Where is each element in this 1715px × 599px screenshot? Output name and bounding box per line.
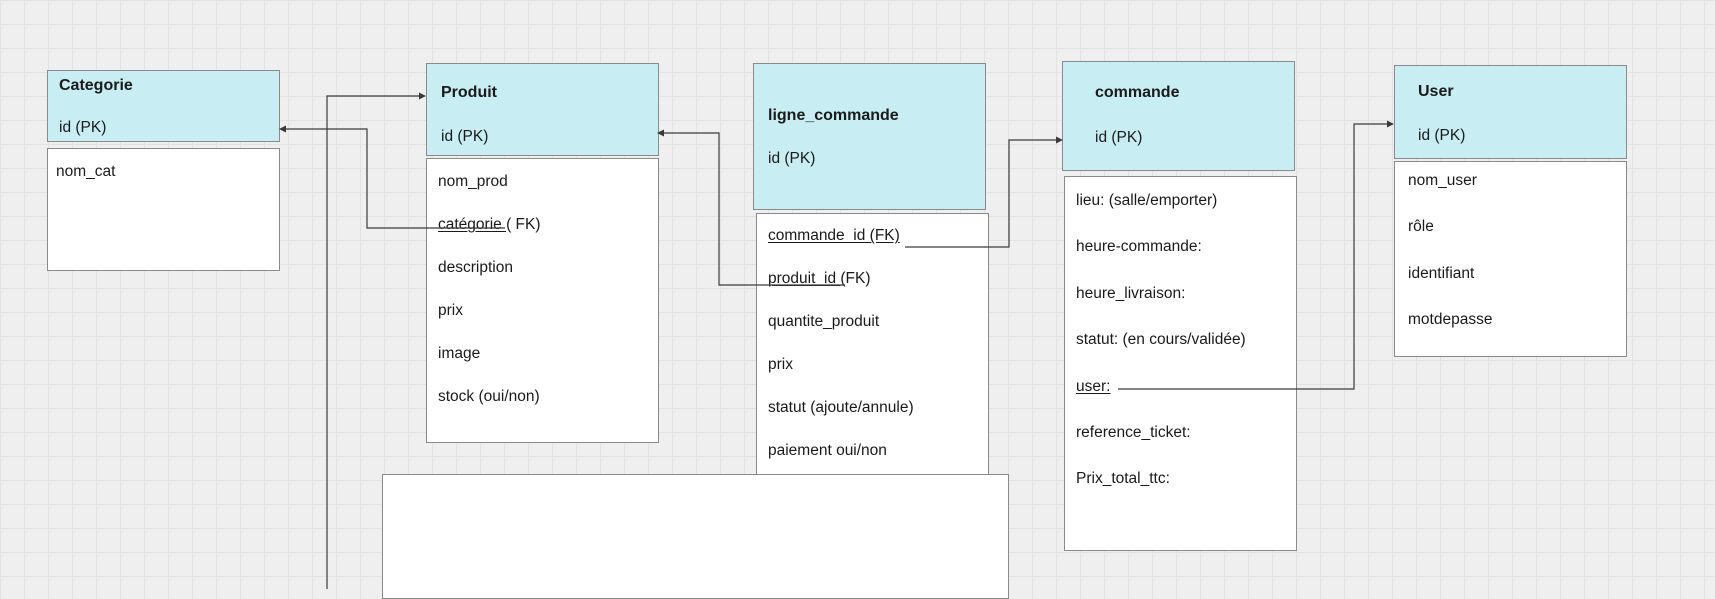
- produit-field-stock: stock (oui/non): [438, 388, 540, 405]
- user-body[interactable]: nom_user rôle identifiant motdepasse: [1394, 161, 1627, 357]
- produit-fk-underlined: catégorie: [438, 216, 507, 233]
- user-title: User: [1418, 83, 1454, 100]
- produit-header[interactable]: Produit id (PK): [426, 63, 659, 156]
- ligne-commande-body[interactable]: commande_id (FK) produit_id (FK) quantit…: [756, 213, 989, 475]
- user-field-role: rôle: [1408, 218, 1434, 235]
- ligne-commande-pk: id (PK): [768, 150, 816, 167]
- commande-field-heure-livraison: heure_livraison:: [1076, 285, 1186, 302]
- commande-field-prix-total: Prix_total_ttc:: [1076, 470, 1170, 487]
- arrowhead-categorie: [279, 125, 286, 133]
- user-header[interactable]: User id (PK): [1394, 65, 1627, 159]
- arrowhead-user: [1387, 120, 1394, 128]
- categorie-body[interactable]: nom_cat: [47, 148, 280, 271]
- ligne-commande-field-produit-id: produit_id (FK): [768, 269, 871, 289]
- ligne-commande-header[interactable]: ligne_commande id (PK): [753, 63, 986, 210]
- produit-fk-rest: ( FK): [506, 216, 541, 233]
- user-field-motdepasse: motdepasse: [1408, 311, 1493, 328]
- ligne-commande-title: ligne_commande: [768, 107, 899, 124]
- ligne-commande-fk2-rest: (FK): [840, 270, 871, 287]
- ligne-commande-fk2-underlined: produit_id: [768, 270, 841, 287]
- user-pk: id (PK): [1418, 127, 1466, 144]
- categorie-pk: id (PK): [59, 119, 107, 136]
- commande-header[interactable]: commande id (PK): [1062, 61, 1295, 171]
- produit-field-categorie-fk: catégorie ( FK): [438, 215, 541, 235]
- produit-title: Produit: [441, 84, 497, 101]
- categorie-title: Categorie: [59, 77, 133, 94]
- produit-field-nom-prod: nom_prod: [438, 173, 508, 190]
- produit-field-prix: prix: [438, 302, 463, 319]
- commande-field-lieu: lieu: (salle/emporter): [1076, 192, 1218, 209]
- ligne-commande-field-quantite: quantite_produit: [768, 313, 880, 330]
- commande-field-reference-ticket: reference_ticket:: [1076, 424, 1191, 441]
- user-field-identifiant: identifiant: [1408, 265, 1475, 282]
- ligne-commande-field-paiement: paiement oui/non: [768, 442, 887, 459]
- produit-field-image: image: [438, 345, 481, 362]
- commande-body[interactable]: lieu: (salle/emporter) heure-commande: h…: [1064, 176, 1297, 551]
- commande-field-heure-commande: heure-commande:: [1076, 238, 1202, 255]
- blank-shape[interactable]: [382, 474, 1009, 599]
- commande-field-user: user:: [1076, 378, 1111, 395]
- produit-field-description: description: [438, 259, 513, 276]
- commande-pk: id (PK): [1095, 129, 1143, 146]
- categorie-header[interactable]: Categorie id (PK): [47, 70, 280, 142]
- ligne-commande-field-commande-id: commande_id (FK): [768, 227, 900, 244]
- produit-pk: id (PK): [441, 128, 489, 145]
- categorie-field-nom-cat: nom_cat: [56, 163, 116, 180]
- ligne-commande-field-statut: statut (ajoute/annule): [768, 399, 914, 416]
- commande-field-statut: statut: (en cours/validée): [1076, 331, 1246, 348]
- produit-body[interactable]: nom_prod catégorie ( FK) description pri…: [426, 158, 659, 443]
- arrowhead-produit-left: [419, 92, 426, 100]
- user-field-nom-user: nom_user: [1408, 172, 1477, 189]
- ligne-commande-field-prix: prix: [768, 356, 793, 373]
- commande-title: commande: [1095, 84, 1180, 101]
